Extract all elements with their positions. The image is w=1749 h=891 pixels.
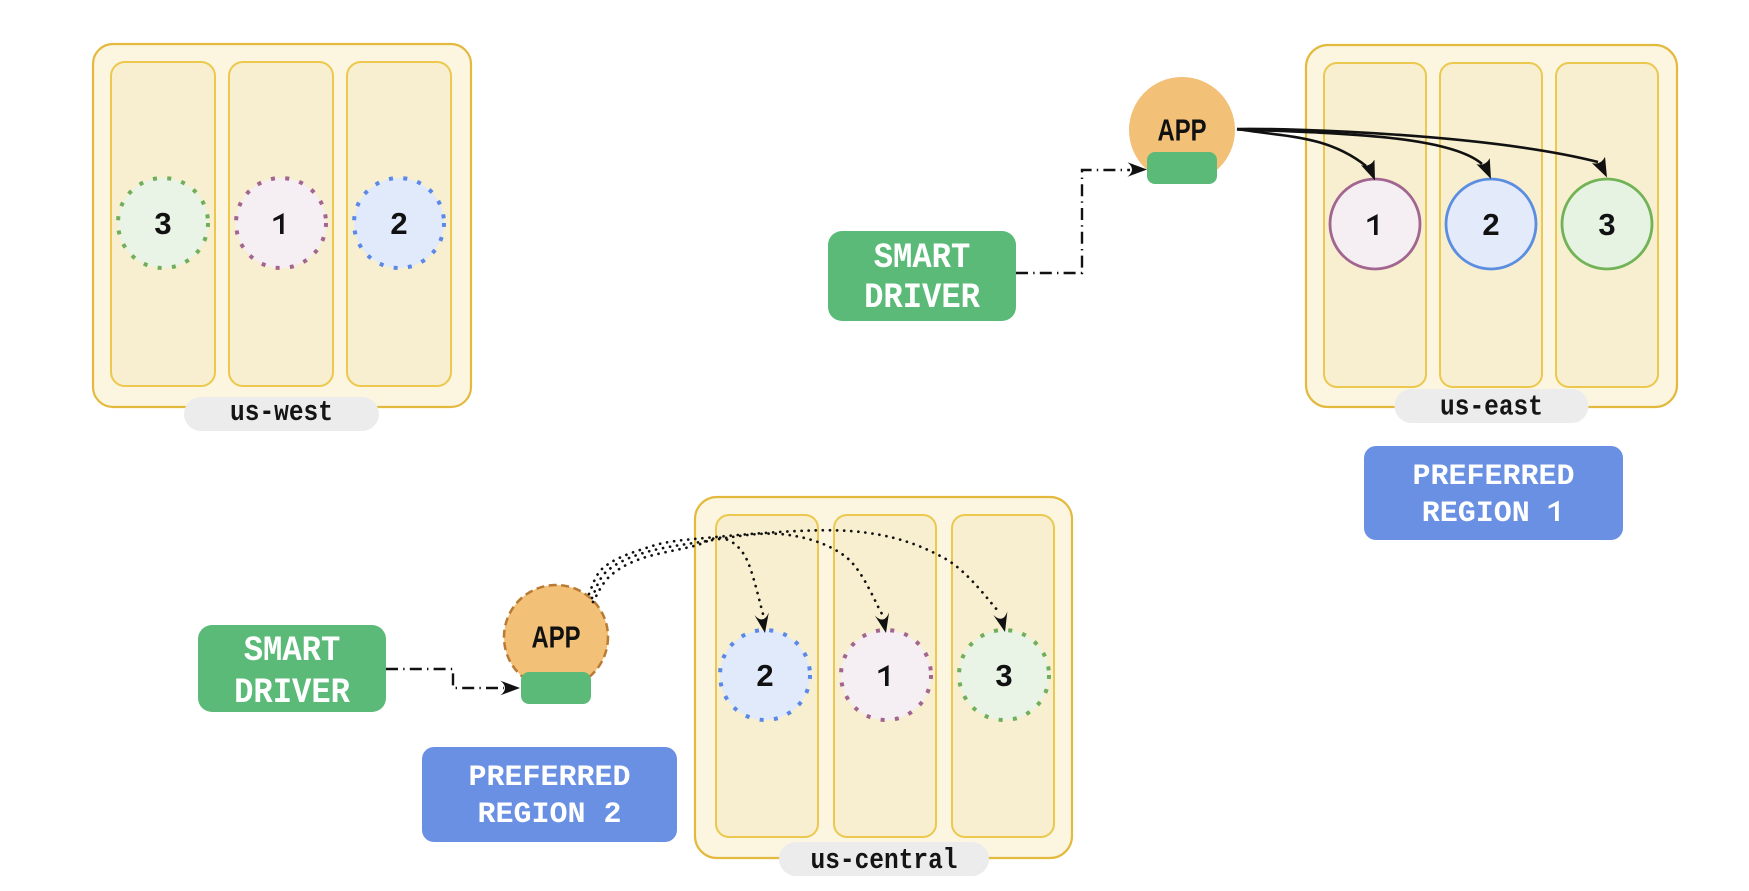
svg-text:2: 2 [390,206,407,241]
svg-text:APP: APP [1157,113,1206,148]
svg-text:REGION: REGION [1422,497,1530,531]
svg-text:DRIVER: DRIVER [864,279,981,319]
svg-text:REGION 2: REGION 2 [477,798,621,832]
svg-text:3: 3 [154,206,171,241]
svg-text:APP: APP [531,620,580,655]
svg-text:3: 3 [995,658,1012,693]
svg-text:PREFERRED: PREFERRED [1412,460,1574,494]
svg-text:us-central: us-central [811,844,958,876]
svg-text:2: 2 [756,658,773,693]
svg-text:2: 2 [1482,207,1499,242]
svg-text:SMART: SMART [874,239,971,279]
svg-text:DRIVER: DRIVER [234,674,351,714]
svg-text:PREFERRED: PREFERRED [468,761,630,795]
svg-text:us-west: us-west [230,396,333,428]
svg-text:SMART: SMART [244,632,341,672]
svg-text:3: 3 [1598,207,1615,242]
svg-text:us-east: us-east [1440,391,1543,423]
